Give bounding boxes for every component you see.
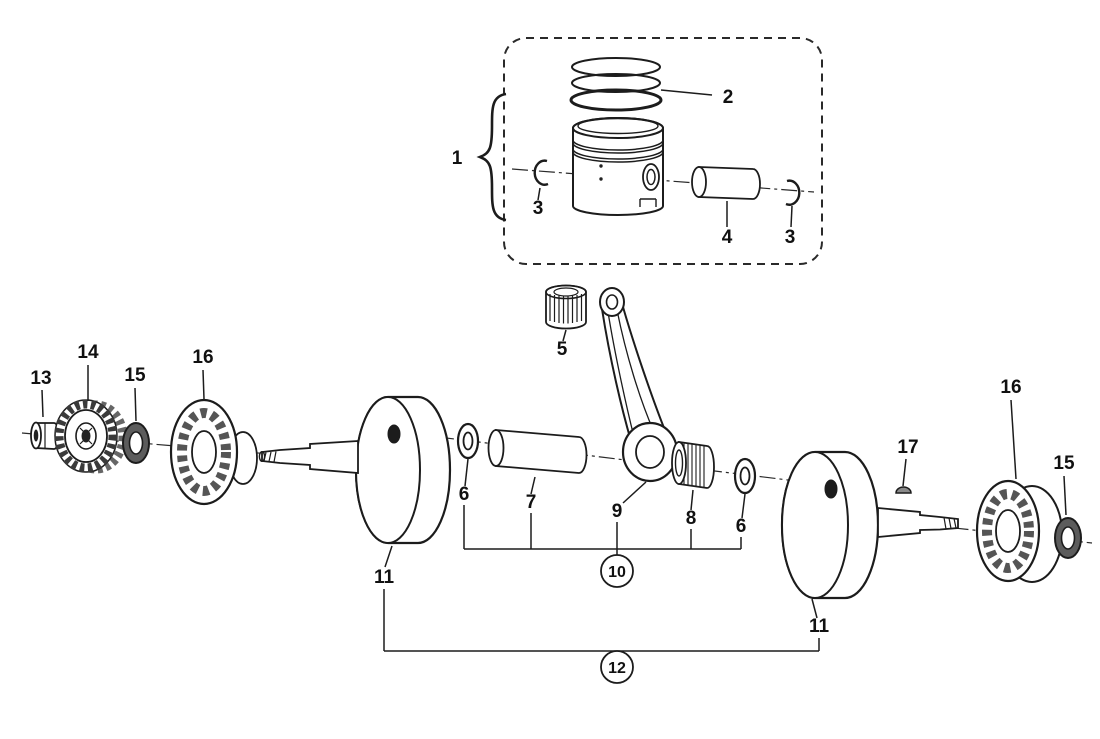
big-end-needle-bearing [671,440,715,489]
callout-17: 17 [897,437,918,458]
callout-5: 5 [557,339,568,360]
piston-rings [569,57,663,112]
main-bearing-left [169,398,258,506]
callout-circle-12 [600,650,634,684]
callout-3-right: 3 [785,227,796,248]
crank-half-left [258,395,452,545]
callout-2: 2 [723,87,734,108]
connecting-rod [599,287,679,483]
piston-mark-dot [599,177,603,181]
callout-6-left: 6 [459,484,470,505]
callout-16-right: 16 [1000,377,1021,398]
thrust-washer-left [456,422,480,460]
woodruff-key [895,486,912,494]
callout-15-right: 15 [1053,453,1075,474]
circlip-left [533,159,549,186]
callout-15-left: 15 [124,365,146,386]
callout-8: 8 [686,508,697,529]
nut-bore [33,429,39,442]
callout-13: 13 [30,368,51,389]
oil-seal-left [122,422,150,464]
leader-lines [41,89,1067,619]
callout-9: 9 [612,501,623,522]
crank-pin [487,429,588,474]
crank-half-right [780,450,959,600]
callout-1: 1 [452,148,463,169]
piston [572,117,664,216]
circlip-right [785,179,801,206]
callout-11-left: 11 [374,567,395,588]
callout-14: 14 [77,342,99,363]
group-12-bracket [383,589,820,652]
group-10-bracket [463,505,742,555]
callout-3-left: 3 [533,198,544,219]
small-end-needle-bearing [545,284,587,330]
primary-gear [54,399,128,474]
callout-11-right: 11 [809,616,830,637]
callout-4: 4 [722,227,733,248]
crank-pin-hole-left [387,424,401,444]
crank-pin-hole-right [824,479,838,499]
callout-circle-10 [600,554,634,588]
group-brace [476,92,507,222]
oil-seal-right [1054,517,1082,559]
callout-12: 12 [608,660,626,677]
piston-pin [691,166,761,200]
callout-6-right: 6 [736,516,747,537]
main-bearing-right [975,479,1063,583]
callout-7: 7 [526,492,537,513]
callout-10: 10 [608,564,626,581]
nut [30,421,60,450]
gear-bore [81,429,91,443]
thrust-washer-right [733,457,757,495]
callout-16-left: 16 [192,347,213,368]
piston-kit-dashed-box [503,37,823,265]
piston-mark-dot [599,164,603,168]
callout-labels: 1 2 3 4 3 5 6 7 9 8 6 10 11 11 12 13 14 … [30,87,1075,677]
